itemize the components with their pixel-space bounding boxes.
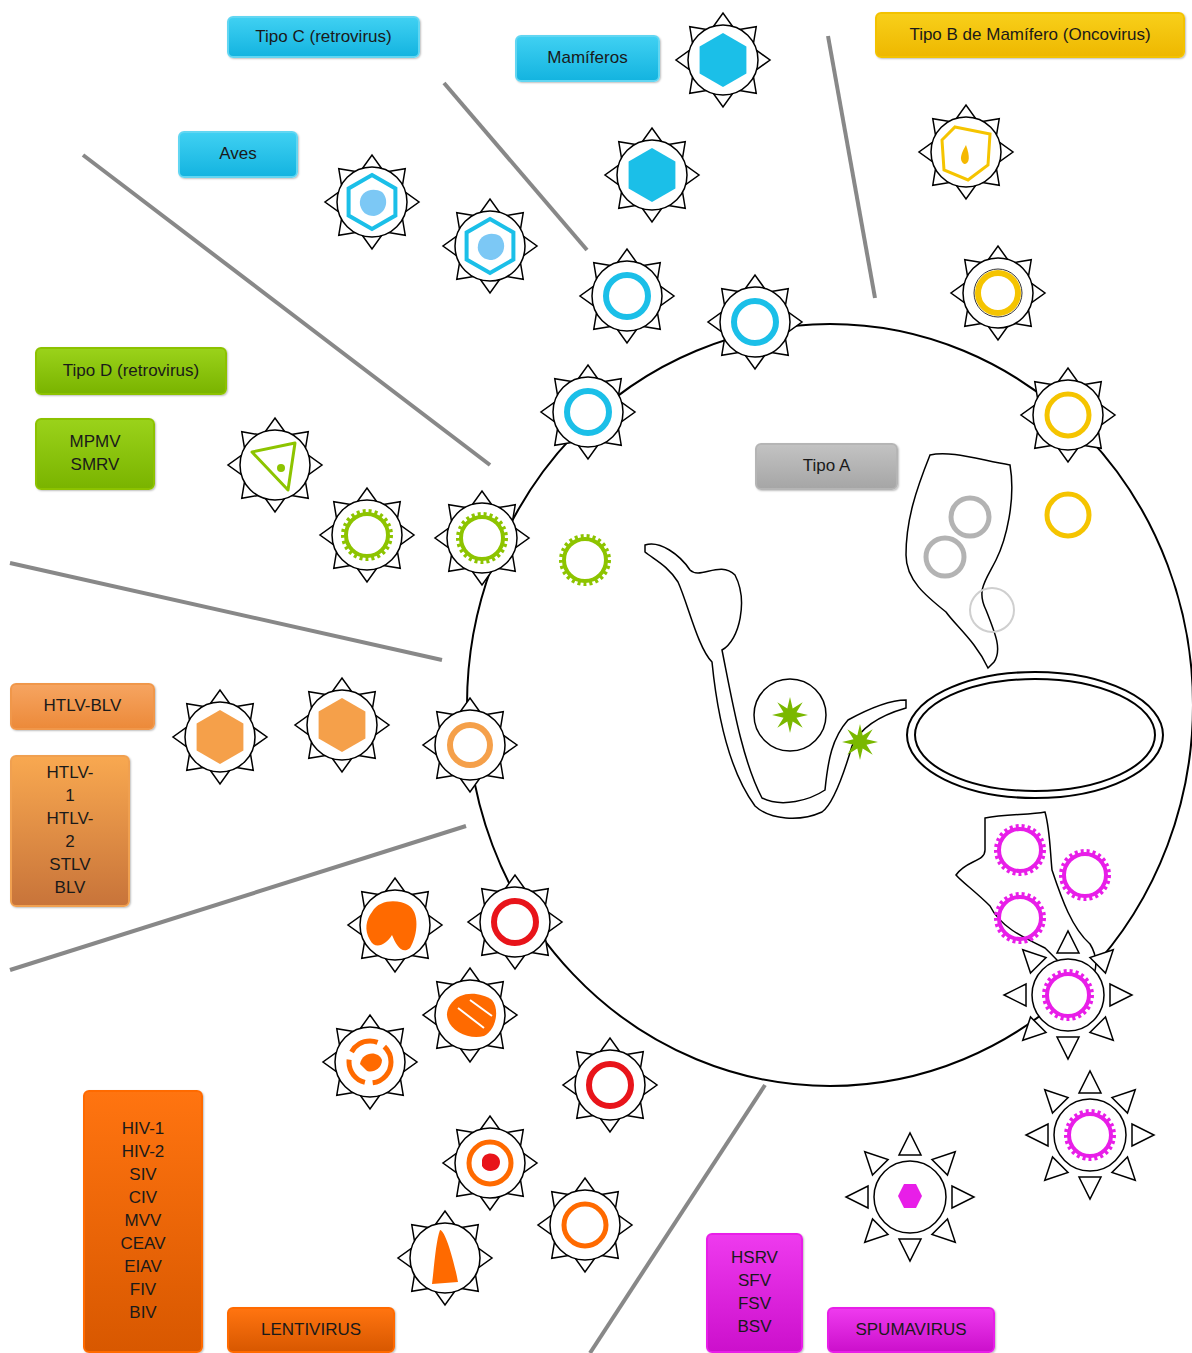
category-box: Tipo C (retrovirus) bbox=[227, 16, 420, 58]
box-label: Tipo A bbox=[803, 455, 851, 478]
box-label: HSRV SFV FSV BSV bbox=[731, 1247, 778, 1339]
category-box: Aves bbox=[178, 131, 298, 178]
box-label: HIV-1 HIV-2 SIV CIV MVV CEAV EIAV FIV BI… bbox=[120, 1118, 165, 1324]
category-box: LENTIVIRUS bbox=[227, 1307, 395, 1353]
category-box: HIV-1 HIV-2 SIV CIV MVV CEAV EIAV FIV BI… bbox=[83, 1090, 203, 1353]
box-label: SPUMAVIRUS bbox=[855, 1319, 966, 1342]
box-label: HTLV-1 HTLV-2 STLV BLV bbox=[47, 762, 94, 900]
box-label: Tipo D (retrovirus) bbox=[63, 360, 199, 383]
category-box: Tipo B de Mamífero (Oncovirus) bbox=[875, 12, 1185, 58]
box-label: Tipo C (retrovirus) bbox=[255, 26, 391, 49]
box-label: LENTIVIRUS bbox=[261, 1319, 361, 1342]
category-box: Mamíferos bbox=[515, 35, 660, 82]
category-box: SPUMAVIRUS bbox=[827, 1307, 995, 1353]
category-box: Tipo A bbox=[755, 443, 898, 490]
category-box: MPMV SMRV bbox=[35, 418, 155, 490]
category-box: HTLV-BLV bbox=[10, 683, 155, 730]
category-box: HTLV-1 HTLV-2 STLV BLV bbox=[10, 755, 130, 907]
box-label: Tipo B de Mamífero (Oncovirus) bbox=[909, 24, 1150, 47]
box-label: Aves bbox=[219, 143, 257, 166]
box-label: Mamíferos bbox=[547, 47, 627, 70]
category-box: HSRV SFV FSV BSV bbox=[706, 1233, 803, 1353]
box-label: MPMV SMRV bbox=[70, 431, 121, 477]
box-label: HTLV-BLV bbox=[44, 695, 122, 718]
category-box: Tipo D (retrovirus) bbox=[35, 347, 227, 395]
